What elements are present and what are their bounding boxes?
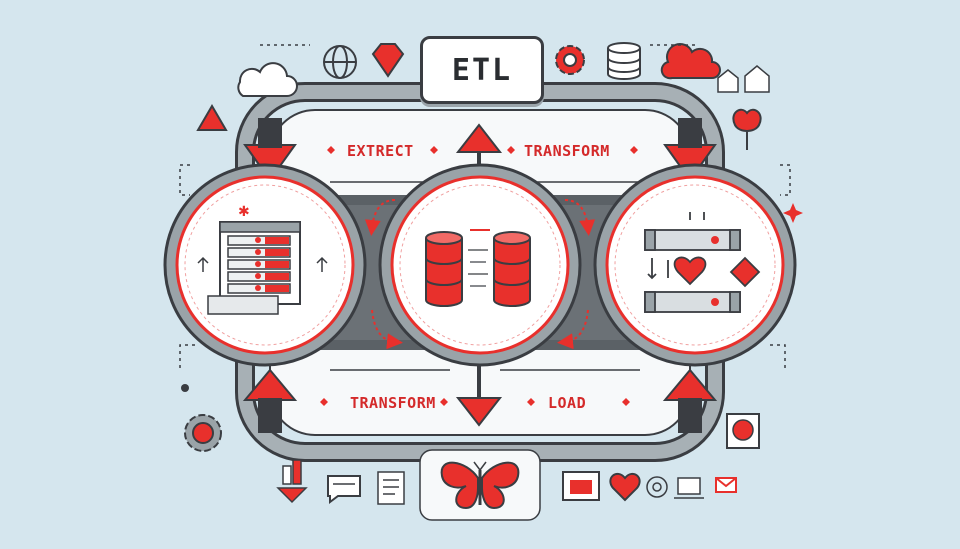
bar-chart-icon xyxy=(276,459,308,504)
sparkle-diamonds xyxy=(320,146,638,406)
gear-icon xyxy=(555,45,585,75)
process-flow-icon xyxy=(644,212,761,313)
globe-icon xyxy=(323,45,357,79)
cylinders-icon xyxy=(425,229,531,307)
compass-icon xyxy=(646,476,668,498)
server-rack-icon: ✱ xyxy=(197,204,328,315)
label-bottom-left: TRANSFORM xyxy=(350,394,436,412)
side-dots xyxy=(179,44,791,370)
label-bottom-right: LOAD xyxy=(548,394,587,412)
target-icon xyxy=(184,414,222,452)
database-icon xyxy=(607,42,641,80)
heart-icon xyxy=(609,472,641,502)
document-icon xyxy=(377,471,405,505)
label-top-right: TRANSFORM xyxy=(524,142,610,160)
chat-icon xyxy=(327,475,361,504)
red-cloud-icon xyxy=(660,43,721,80)
laptop-icon xyxy=(674,477,704,499)
flow-curves xyxy=(364,199,596,350)
butterfly-icon xyxy=(419,449,541,521)
browser-window-icon xyxy=(562,471,600,501)
svg-text:✱: ✱ xyxy=(238,204,250,220)
cloud-icon xyxy=(237,62,298,97)
warning-triangle-icon xyxy=(196,104,228,131)
badge-icon xyxy=(726,413,760,449)
middle-circle xyxy=(378,163,582,367)
corner-arrows xyxy=(242,118,718,433)
label-top-left: EXTRECT xyxy=(347,142,414,160)
mail-icon xyxy=(715,477,737,493)
flower-icon xyxy=(732,108,762,150)
house-icon xyxy=(717,65,770,93)
title-box: ETL xyxy=(420,36,544,104)
side-sparkles xyxy=(181,203,803,392)
diagram-title: ETL xyxy=(451,52,513,88)
gem-icon xyxy=(371,43,405,78)
